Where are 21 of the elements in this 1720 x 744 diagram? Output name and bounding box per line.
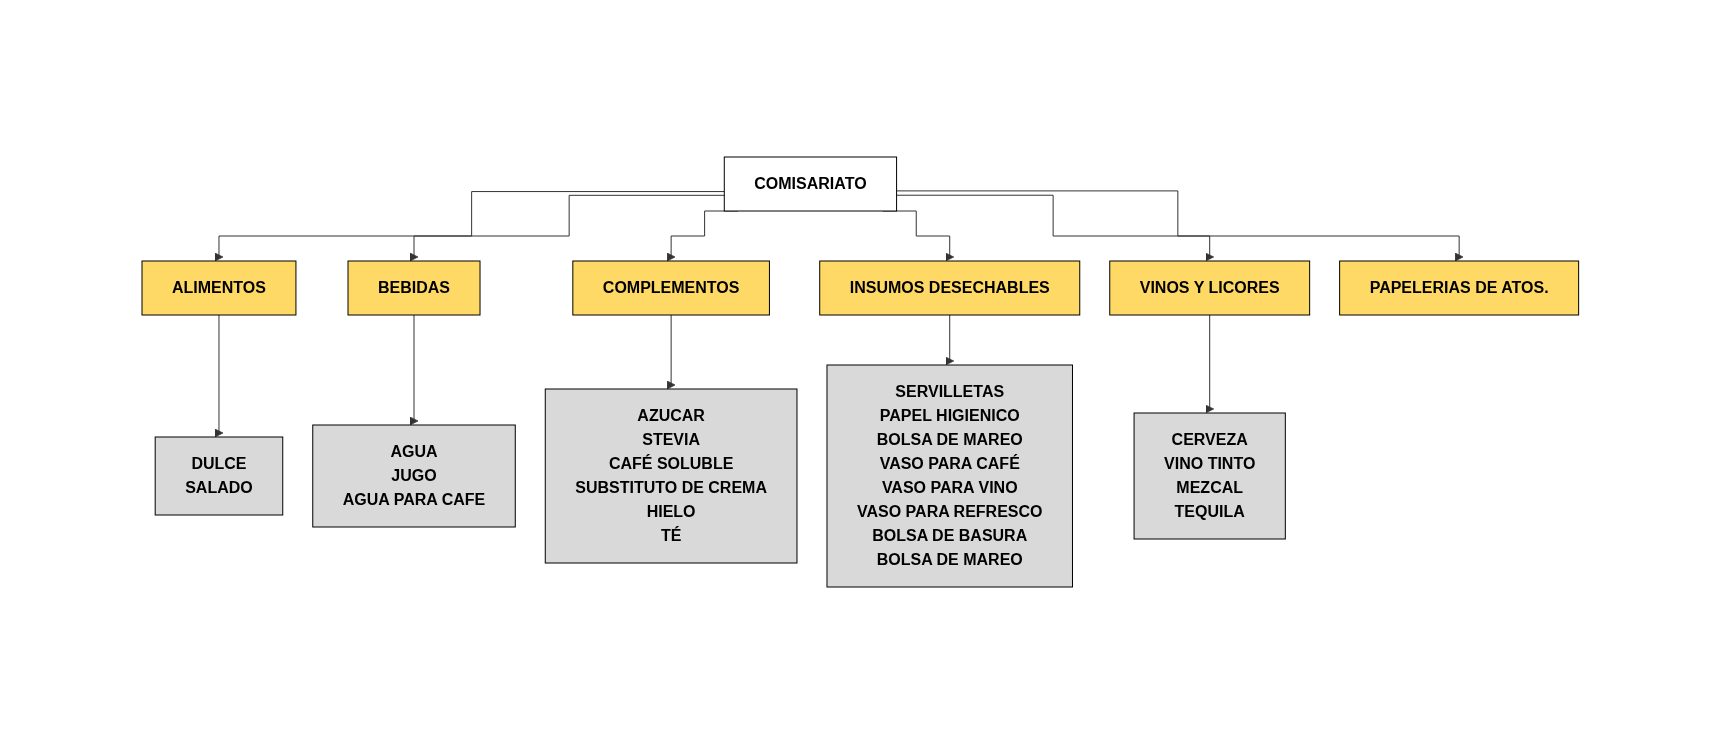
arrow (895, 190, 1464, 262)
arrow (945, 314, 954, 366)
node-box: DULCE SALADO (154, 436, 283, 516)
arrow (214, 314, 224, 438)
arrow (409, 194, 725, 262)
node-box: INSUMOS DESECHABLES (818, 260, 1080, 316)
node-box: AZUCAR STEVIA CAFÉ SOLUBLE SUBSTITUTO DE CREMA HIELO TÉ (544, 388, 798, 564)
node-box: CERVEZA VINO TINTO MEZCAL TEQUILA (1133, 412, 1286, 540)
arrow (214, 191, 725, 262)
arrow (1204, 314, 1214, 414)
node-box: ALIMENTOS (141, 260, 297, 316)
arrow (409, 314, 419, 426)
node-box: AGUA JUGO AGUA PARA CAFE (311, 424, 516, 528)
node-box: BEBIDAS (347, 260, 481, 316)
node-box: SERVILLETAS PAPEL HIGIENICO BOLSA DE MAREO VASO PARA CAFÉ VASO PARA VINO VASO PARA REFRESCO BOLSA DE BASURA BOLSA DE MAREO (826, 364, 1073, 588)
node-box: COMISARIATO (723, 156, 897, 212)
node-box: COMPLEMENTOS (572, 260, 770, 316)
node-box: VINOS Y LICORES (1108, 260, 1310, 316)
node-box: PAPELERIAS DE ATOS. (1338, 260, 1579, 316)
arrow (666, 314, 676, 390)
arrow (895, 194, 1214, 262)
